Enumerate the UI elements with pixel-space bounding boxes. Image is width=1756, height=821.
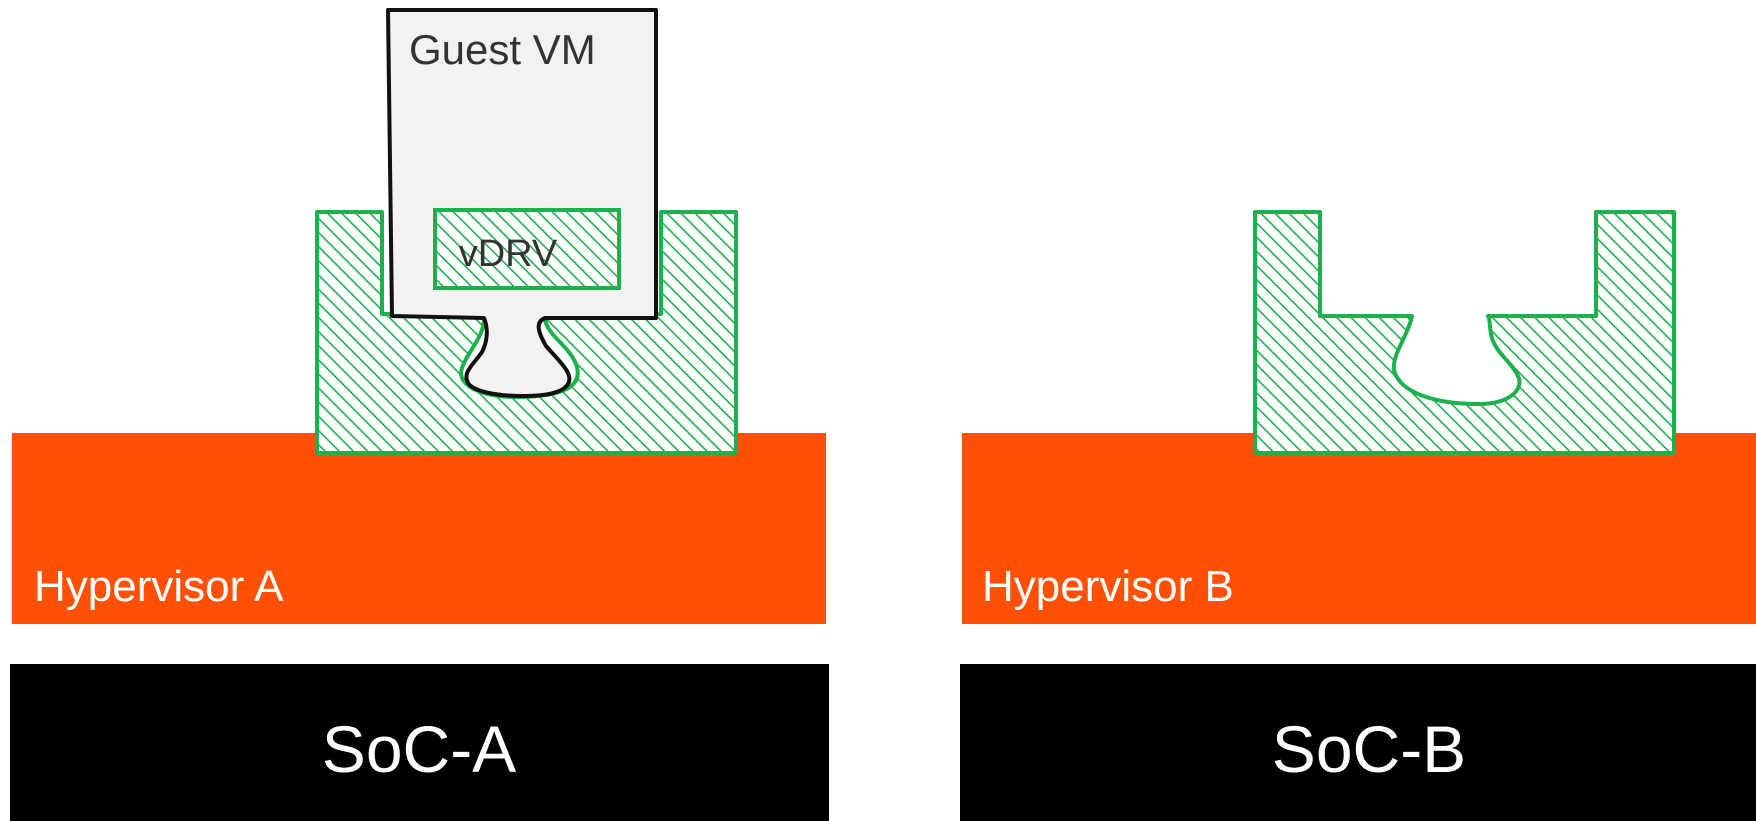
guest-vm-label: Guest VM [409, 26, 596, 73]
guest-vm: Guest VM vDRV [386, 8, 658, 398]
hypervisor-b-block [962, 433, 1756, 624]
hypervisor-a-label: Hypervisor A [34, 562, 284, 611]
soc-a-label: SoC-A [322, 712, 516, 786]
right-stack: SoC-B Hypervisor B [960, 210, 1756, 821]
hypervisor-a-block [12, 433, 826, 624]
guest-vm-box [386, 8, 658, 398]
vdrv-block [433, 208, 621, 290]
soc-b-label: SoC-B [1272, 712, 1466, 786]
driver-slot-b [1253, 210, 1676, 455]
left-stack: SoC-A Hypervisor A Guest VM vDRV [10, 8, 829, 821]
vdrv-label: vDRV [459, 233, 558, 275]
soc-b-block [960, 664, 1756, 821]
hypervisor-b-label: Hypervisor B [982, 562, 1234, 611]
soc-a-block [10, 664, 829, 821]
